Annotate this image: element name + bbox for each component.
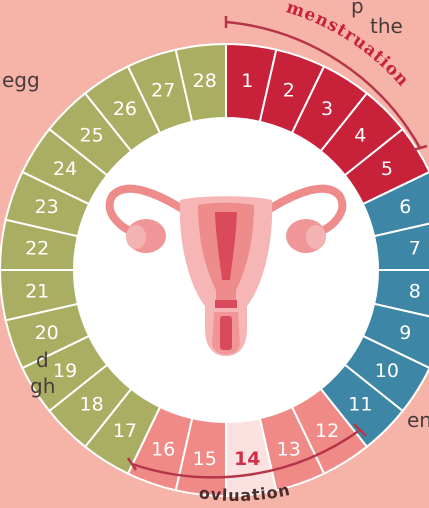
fragment-right-en: en [407,408,429,432]
day-label-11: 11 [348,393,372,415]
day-label-16: 16 [151,438,175,460]
day-label-21: 21 [25,280,49,302]
day-label-18: 18 [80,393,104,415]
day-label-23: 23 [35,196,59,218]
day-label-15: 15 [193,448,217,470]
day-label-19: 19 [53,360,77,382]
fragment-left-egg: egg [2,68,40,92]
fragment-left-d: d [36,348,49,372]
day-label-24: 24 [53,158,77,180]
fragment-top-right-a: p [351,0,364,18]
day-label-3: 3 [321,98,333,120]
day-label-5: 5 [381,158,393,180]
day-label-17: 17 [113,420,137,442]
day-label-20: 20 [35,322,59,344]
day-label-8: 8 [409,280,421,302]
day-label-26: 26 [113,98,137,120]
fragment-left-gh: gh [30,374,55,398]
day-label-22: 22 [25,238,49,260]
day-label-14: 14 [234,448,260,470]
day-label-25: 25 [80,125,104,147]
day-label-28: 28 [193,70,217,92]
day-label-4: 4 [354,125,366,147]
day-label-13: 13 [277,438,301,460]
day-label-7: 7 [409,238,421,260]
day-label-1: 1 [241,70,253,92]
day-label-2: 2 [283,80,295,102]
day-label-6: 6 [399,196,411,218]
day-label-12: 12 [315,420,339,442]
day-label-27: 27 [151,80,175,102]
fragment-top-right-b: the [370,14,403,38]
day-label-9: 9 [399,322,411,344]
day-label-10: 10 [375,360,399,382]
